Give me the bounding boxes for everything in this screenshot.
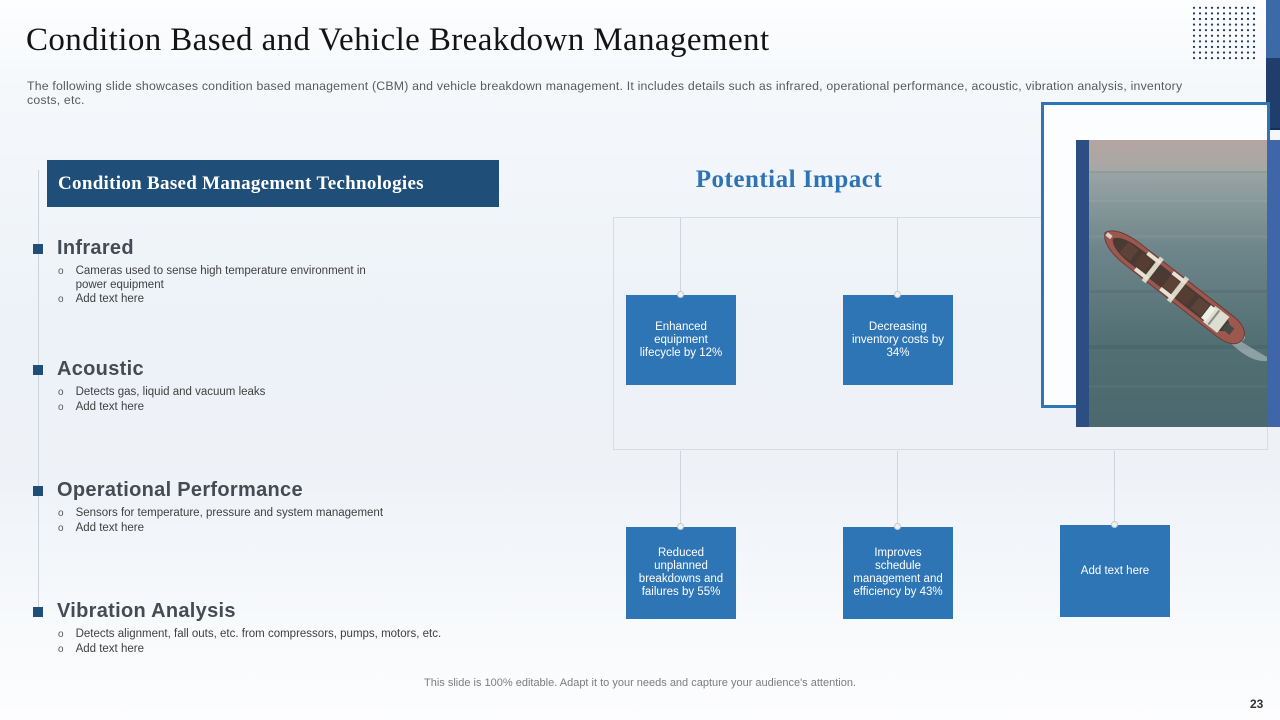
square-bullet-icon bbox=[33, 485, 43, 496]
cbm-point: Sensors for temperature, pressure and sy… bbox=[75, 507, 384, 519]
circle-bullet-icon: o bbox=[58, 401, 64, 413]
connector-line bbox=[897, 451, 898, 527]
circle-bullet-icon: o bbox=[58, 508, 64, 519]
impact-heading: Potential Impact bbox=[695, 166, 883, 193]
cbm-point: Add text here bbox=[75, 521, 144, 534]
circle-bullet-icon: o bbox=[58, 629, 64, 640]
impact-box: Decreasing inventory costs by 34% bbox=[843, 295, 953, 385]
impact-box: Add text here bbox=[1060, 525, 1170, 617]
page-title: Condition Based and Vehicle Breakdown Ma… bbox=[26, 22, 770, 58]
square-bullet-icon bbox=[33, 606, 43, 617]
circle-bullet-icon: o bbox=[58, 294, 64, 305]
list-item: o Add text here bbox=[58, 293, 378, 307]
cbm-item-vibration-analysis: Vibration Analysis o Detects alignment, … bbox=[33, 600, 441, 656]
cbm-item-infrared: Infrared o Cameras used to sense high te… bbox=[33, 237, 378, 307]
left-panel-header: Condition Based Management Technologies bbox=[47, 160, 499, 207]
ship-illustration bbox=[1076, 140, 1280, 427]
cbm-point: Detects alignment, fall outs, etc. from … bbox=[75, 628, 442, 640]
list-item: o Add text here bbox=[58, 643, 441, 657]
cbm-item-heading: Acoustic bbox=[57, 358, 144, 380]
cbm-point: Add text here bbox=[75, 293, 144, 305]
cbm-item-heading: Vibration Analysis bbox=[57, 600, 236, 622]
impact-box: Reduced unplanned breakdowns and failure… bbox=[626, 527, 736, 619]
cbm-item-acoustic: Acoustic o Detects gas, liquid and vacuu… bbox=[33, 358, 265, 414]
connector-line bbox=[1114, 451, 1115, 527]
connector-dot bbox=[894, 291, 901, 298]
list-item: o Add text here bbox=[58, 522, 383, 536]
list-item: o Cameras used to sense high temperature… bbox=[58, 265, 378, 292]
connector-line bbox=[680, 451, 681, 527]
cbm-point: Add text here bbox=[75, 400, 144, 413]
connector-line bbox=[680, 218, 681, 295]
cbm-item-heading: Infrared bbox=[57, 237, 134, 259]
impact-box: Improves schedule management and efficie… bbox=[843, 527, 953, 619]
circle-bullet-icon: o bbox=[58, 522, 64, 534]
connector-dot bbox=[894, 523, 901, 530]
accent-bar-top bbox=[1266, 0, 1280, 58]
list-item: o Detects gas, liquid and vacuum leaks bbox=[58, 386, 265, 400]
circle-bullet-icon: o bbox=[58, 266, 64, 277]
square-bullet-icon bbox=[33, 364, 43, 375]
cbm-point: Add text here bbox=[75, 642, 144, 655]
connector-dot bbox=[677, 291, 684, 298]
circle-bullet-icon: o bbox=[58, 387, 64, 398]
impact-box: Enhanced equipment lifecycle by 12% bbox=[626, 295, 736, 385]
bullet-guide-line bbox=[38, 170, 39, 610]
circle-bullet-icon: o bbox=[58, 643, 64, 655]
ship-photo bbox=[1076, 140, 1280, 427]
cbm-point: Detects gas, liquid and vacuum leaks bbox=[75, 386, 266, 398]
cbm-item-heading: Operational Performance bbox=[57, 479, 303, 501]
slide-subtitle: The following slide showcases condition … bbox=[27, 79, 1183, 107]
list-item: o Sensors for temperature, pressure and … bbox=[58, 507, 383, 521]
footer-note: This slide is 100% editable. Adapt it to… bbox=[424, 677, 856, 689]
list-item: o Detects alignment, fall outs, etc. fro… bbox=[58, 628, 441, 642]
connector-dot bbox=[677, 523, 684, 530]
cbm-item-operational-performance: Operational Performance o Sensors for te… bbox=[33, 479, 383, 535]
square-bullet-icon bbox=[33, 243, 43, 254]
connector-dot bbox=[1111, 521, 1118, 528]
list-item: o Add text here bbox=[58, 401, 265, 415]
page-number: 23 bbox=[1250, 697, 1264, 711]
connector-line bbox=[897, 218, 898, 295]
cbm-point: Cameras used to sense high temperature e… bbox=[75, 265, 366, 291]
dots-pattern-icon bbox=[1191, 5, 1257, 61]
